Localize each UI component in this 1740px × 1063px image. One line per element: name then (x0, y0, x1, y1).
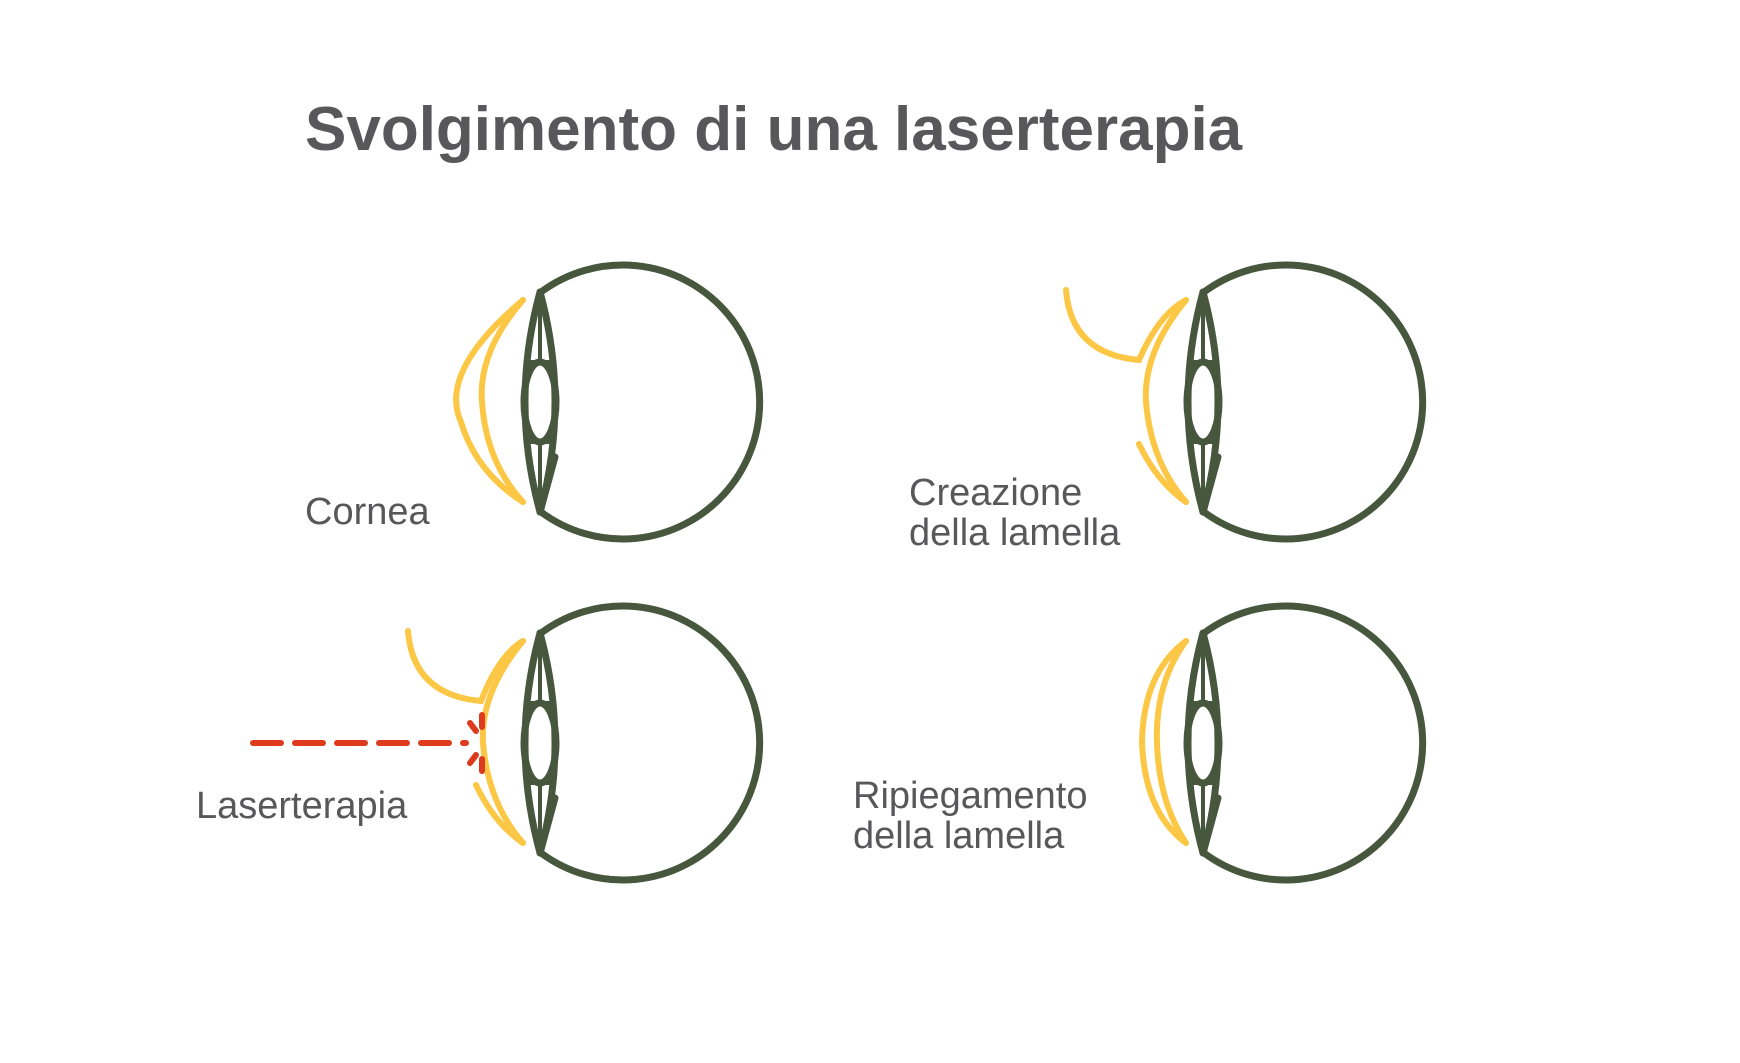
cornea-outer-layer (1138, 638, 1189, 846)
cornea-inner-layer (1153, 638, 1189, 846)
panel-cornea (453, 265, 760, 539)
cornea-inner-layer (478, 297, 526, 505)
page-title: Svolgimento di una laserterapia (305, 95, 1243, 164)
eye-icon (524, 265, 760, 539)
label-line: Cornea (305, 491, 430, 533)
label-line: Ripiegamento (853, 775, 1087, 817)
cornea-flap (405, 628, 526, 705)
panel-creazione (1063, 265, 1423, 539)
cornea-outer-stub (1136, 441, 1189, 505)
laser-spark (467, 720, 479, 734)
label-line: della lamella (909, 512, 1121, 554)
laser-spark (467, 752, 479, 766)
label-ripiegamento: Ripiegamento della lamella (853, 775, 1098, 857)
label-creazione: Creazione della lamella (909, 472, 1121, 554)
label-laserterapia: Laserterapia (196, 785, 408, 827)
cornea-inner-layer (479, 638, 526, 846)
eye-icon (1187, 606, 1423, 880)
panel-ripiegamento (1138, 606, 1423, 880)
eye-icon (524, 606, 760, 880)
label-line: Creazione (909, 472, 1082, 514)
cornea-outer-stub (473, 782, 526, 846)
cornea-inner-layer (1142, 297, 1189, 505)
eye-icon (1187, 265, 1423, 539)
label-cornea: Cornea (305, 491, 430, 533)
cornea-outer-layer (453, 297, 526, 505)
label-line: Laserterapia (196, 785, 408, 827)
label-line: della lamella (853, 815, 1065, 857)
cornea-flap (1063, 287, 1189, 364)
panel-laserterapia (250, 606, 760, 880)
